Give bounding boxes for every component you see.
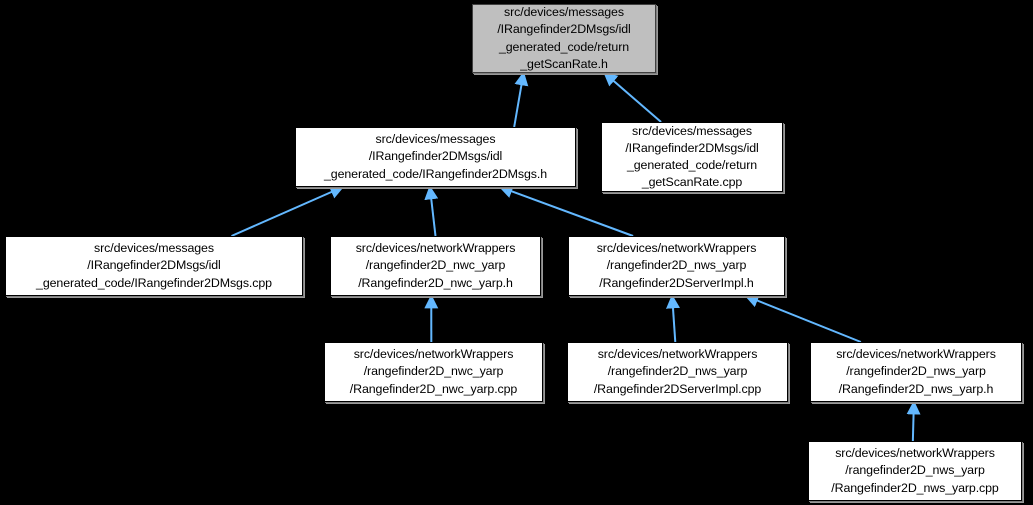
node-label: src/devices/messages /IRangefinder2DMsgs… <box>497 5 631 71</box>
node-label: src/devices/networkWrappers /rangefinder… <box>349 347 518 396</box>
node-irangefinder2dmsgs-h[interactable]: src/devices/messages /IRangefinder2DMsgs… <box>295 127 576 187</box>
node-label: src/devices/networkWrappers /rangefinder… <box>596 241 757 290</box>
node-rangefinder2d-nws-yarp-cpp[interactable]: src/devices/networkWrappers /rangefinder… <box>808 441 1022 501</box>
node-label: src/devices/networkWrappers /rangefinder… <box>593 347 762 396</box>
node-return-getscanrate-h[interactable]: src/devices/messages /IRangefinder2DMsgs… <box>472 4 656 73</box>
graph-edge <box>666 294 680 343</box>
graph-edge <box>231 185 345 237</box>
node-label: src/devices/networkWrappers /rangefinder… <box>355 241 516 290</box>
node-label: src/devices/networkWrappers /rangefinder… <box>831 446 999 495</box>
graph-edge <box>513 71 529 128</box>
graph-edge <box>603 71 662 123</box>
node-rangefinder2d-nwc-yarp-cpp[interactable]: src/devices/networkWrappers /rangefinder… <box>324 342 543 402</box>
graph-edge <box>744 294 862 343</box>
node-irangefinder2dmsgs-cpp[interactable]: src/devices/messages /IRangefinder2DMsgs… <box>5 236 303 296</box>
graph-edge <box>498 184 634 237</box>
graph-edge <box>906 400 921 442</box>
node-rangefinder2d-nwc-yarp-h[interactable]: src/devices/networkWrappers /rangefinder… <box>330 236 541 296</box>
node-rangefinder2dserverimpl-cpp[interactable]: src/devices/networkWrappers /rangefinder… <box>567 342 788 402</box>
node-label: src/devices/networkWrappers /rangefinder… <box>836 347 996 396</box>
node-return-getscanrate-cpp[interactable]: src/devices/messages /IRangefinder2DMsgs… <box>601 122 783 192</box>
graph-edge <box>424 185 439 237</box>
node-label: src/devices/messages /IRangefinder2DMsgs… <box>36 241 272 290</box>
node-label: src/devices/messages /IRangefinder2DMsgs… <box>625 123 759 190</box>
node-label: src/devices/messages /IRangefinder2DMsgs… <box>323 132 548 181</box>
node-rangefinder2d-nws-yarp-h[interactable]: src/devices/networkWrappers /rangefinder… <box>810 342 1022 402</box>
node-rangefinder2dserverimpl-h[interactable]: src/devices/networkWrappers /rangefinder… <box>568 236 785 296</box>
